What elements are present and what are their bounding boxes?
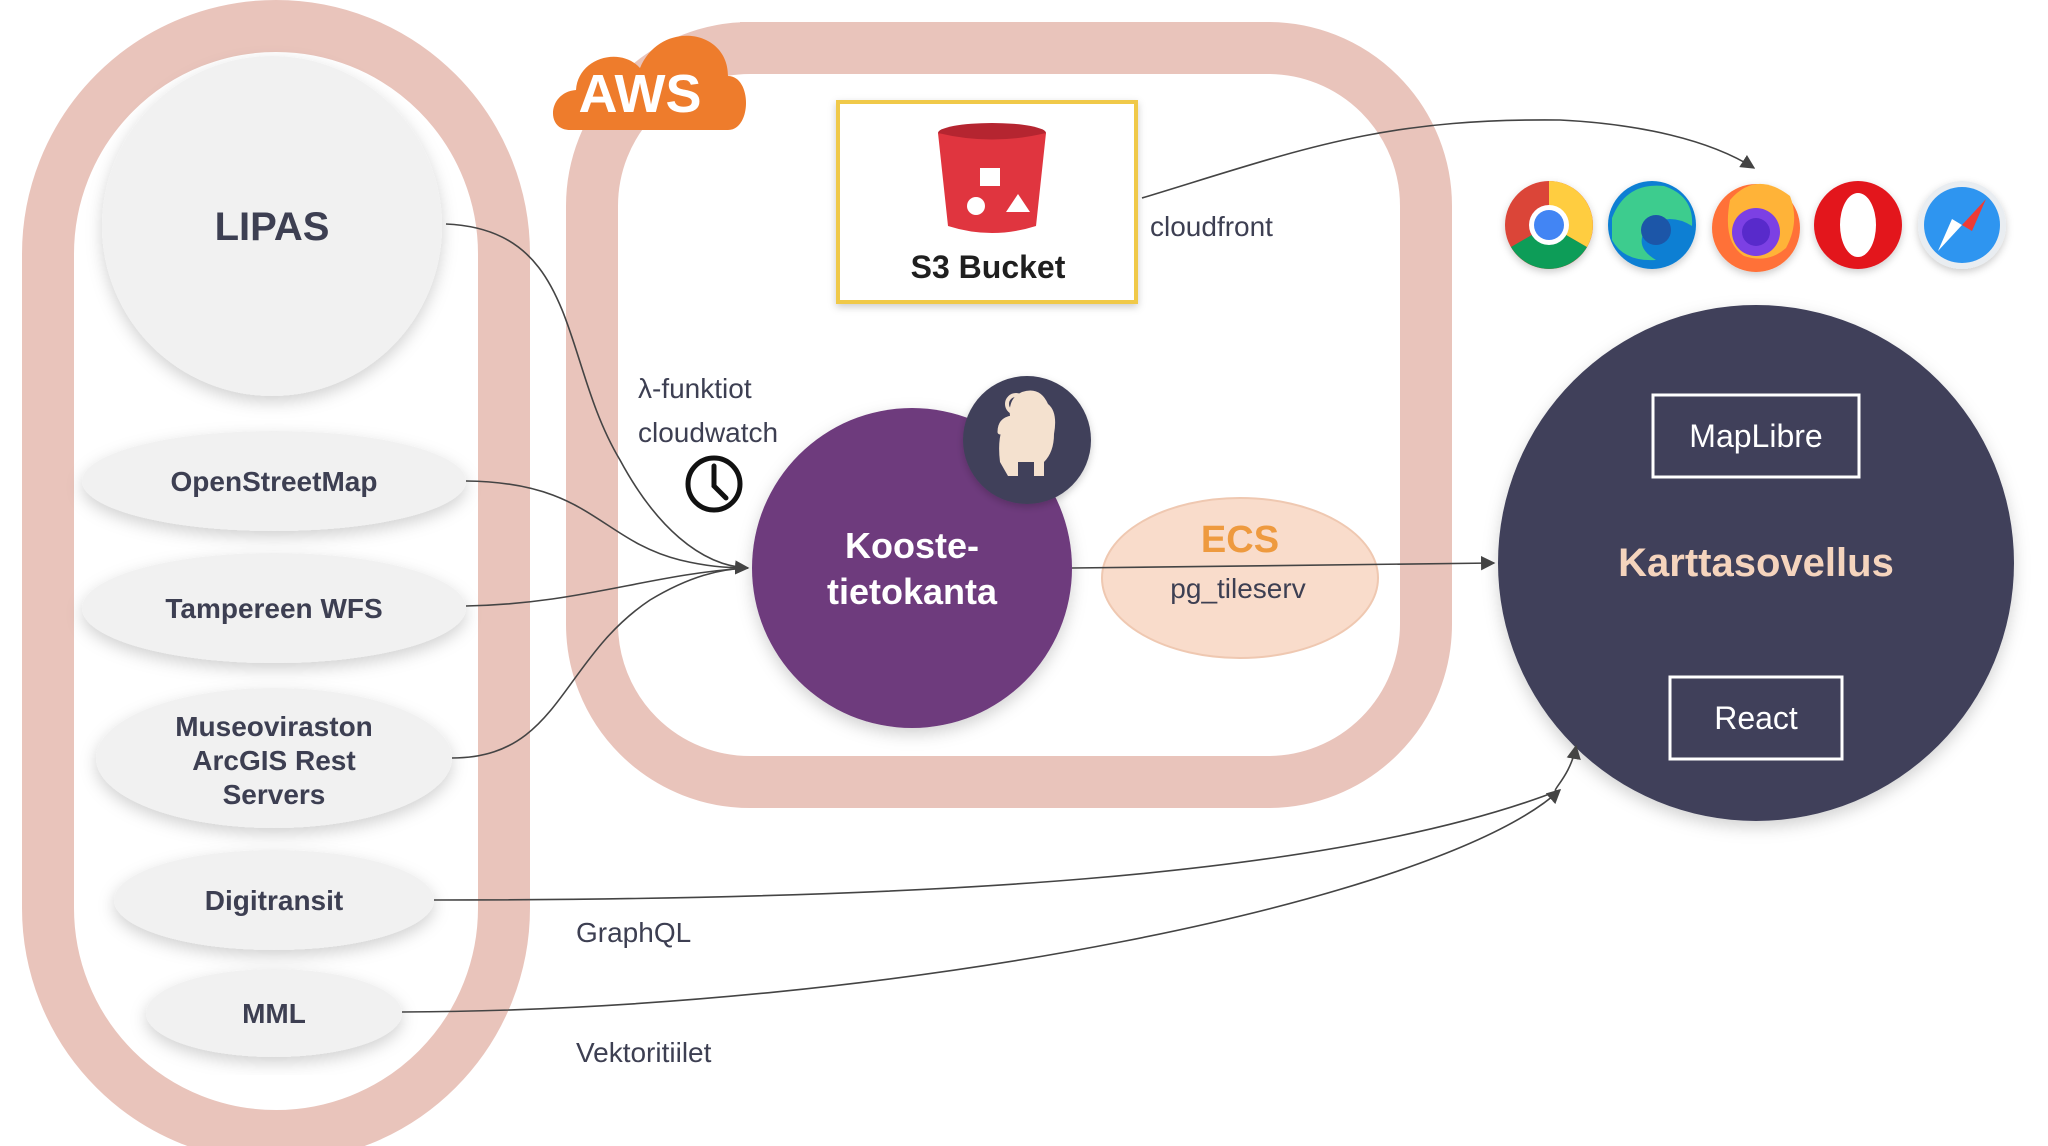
chrome-icon <box>1505 181 1593 269</box>
maplibre-label: MapLibre <box>1689 418 1822 454</box>
opera-icon <box>1814 181 1902 269</box>
lambda-label: λ-funktiot <box>638 373 752 404</box>
source-mml: MML <box>146 969 402 1057</box>
edge-mml-to-app <box>401 789 1562 1013</box>
react-label: React <box>1714 700 1798 736</box>
cloudwatch-label: cloudwatch <box>638 417 778 448</box>
source-digitransit: Digitransit <box>114 850 434 950</box>
s3-bucket-card: S3 Bucket <box>836 100 1138 304</box>
source-museovirasto-line-1: Museoviraston <box>175 711 373 742</box>
source-museovirasto-line-3: Servers <box>223 779 326 810</box>
database-label-line-2: tietokanta <box>827 571 998 612</box>
source-digitransit-label: Digitransit <box>205 885 343 916</box>
source-openstreetmap: OpenStreetMap <box>82 431 466 531</box>
clock-icon <box>685 455 743 513</box>
aws-frame <box>566 21 1452 808</box>
postgresql-icon <box>963 376 1091 504</box>
connections <box>401 119 1756 1013</box>
database-label-line-1: Kooste- <box>845 525 979 566</box>
edge-osm-to-db <box>465 480 749 569</box>
source-openstreetmap-label: OpenStreetMap <box>171 466 378 497</box>
edge-db-to-app <box>1071 555 1496 571</box>
source-lipas-label: LIPAS <box>215 205 330 249</box>
vector-tiles-label: Vektoritiilet <box>576 1037 712 1068</box>
source-tampere-wfs-label: Tampereen WFS <box>165 593 382 624</box>
edge-lipas-to-db <box>445 223 750 575</box>
source-museovirasto: Museoviraston ArcGIS Rest Servers <box>96 688 452 828</box>
aws-cloud-icon: AWS <box>552 35 746 130</box>
edge-s3-to-browsers <box>1141 119 1756 199</box>
safari-icon <box>1918 181 2006 269</box>
ecs-title: ECS <box>1201 519 1279 561</box>
sources-frame <box>22 0 530 1146</box>
graphql-label: GraphQL <box>576 917 691 948</box>
aws-badge-label: AWS <box>578 64 701 124</box>
s3-bucket-label: S3 Bucket <box>911 249 1066 285</box>
source-lipas: LIPAS <box>102 56 442 396</box>
react-box <box>1668 675 1844 761</box>
app-node: MapLibre Karttasovellus React <box>1498 305 2014 821</box>
firefox-icon <box>1712 183 1800 272</box>
edge-icon <box>1608 181 1696 269</box>
ecs-subtitle: pg_tileserv <box>1170 573 1305 604</box>
source-museovirasto-line-2: ArcGIS Rest <box>192 745 355 776</box>
app-title: Karttasovellus <box>1618 541 1894 585</box>
edge-tampere-to-db <box>465 567 749 607</box>
source-tampere-wfs: Tampereen WFS <box>82 553 466 663</box>
s3-bucket-icon <box>938 123 1046 233</box>
ecs-node: ECS pg_tileserv <box>1101 497 1379 659</box>
edge-museovirasto-to-db <box>451 567 749 759</box>
maplibre-box <box>1651 393 1861 479</box>
source-mml-label: MML <box>242 998 306 1029</box>
cloudfront-label: cloudfront <box>1150 211 1273 242</box>
